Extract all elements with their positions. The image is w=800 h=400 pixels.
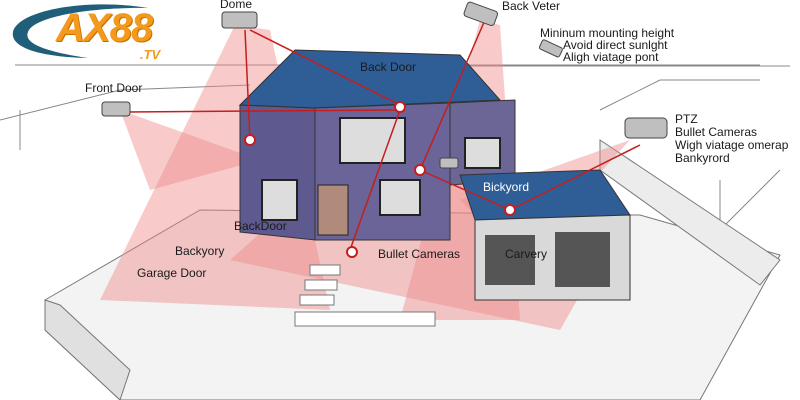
label-bickyord: Bickyord (483, 180, 530, 194)
dome-camera-icon (221, 11, 258, 29)
label-front-door: Front Door (85, 81, 143, 95)
ptz-camera-icon (624, 117, 668, 139)
label-back-door: Back Door (360, 60, 417, 74)
label-garage-door: Garage Door (137, 266, 207, 280)
camera-points (244, 101, 516, 258)
label-back-veter: Back Veter (502, 0, 561, 13)
garage-door-right (555, 232, 610, 287)
logo-swoosh-icon (12, 4, 149, 59)
label-note-3: Aligh viatage pont (563, 50, 659, 64)
label-ptz-2: Bullet Cameras (675, 125, 758, 139)
main-roof (238, 49, 502, 109)
label-dome: Dome (220, 0, 253, 11)
label-ptz-3: Wigh viatage omerap (675, 138, 789, 152)
label-bullet-cameras: Bullet Cameras (378, 247, 461, 261)
small-camera-icon (538, 39, 563, 58)
ax88-logo: AX88 .TV (8, 2, 160, 62)
wall-camera-icon (439, 157, 459, 169)
garage-door-left (485, 235, 535, 285)
detection-beams (124, 19, 641, 251)
camera-icons (101, 1, 668, 169)
label-note-2: Avoid direct sunlght (563, 38, 668, 52)
back-camera-icon (463, 1, 499, 26)
steps (294, 264, 436, 327)
label-ptz-4: Bankyrord (675, 151, 730, 165)
front-door (317, 184, 349, 236)
front-door-camera-icon (101, 101, 131, 117)
label-carvery: Carvery (505, 247, 548, 261)
label-backyory: Backyory (175, 244, 225, 258)
label-ptz-1: PTZ (675, 112, 698, 126)
label-backdoor: BackDoor (234, 219, 287, 233)
garage-roof (459, 169, 631, 221)
label-note-1: Mininum mounting height (540, 26, 675, 40)
side-wall (599, 139, 781, 286)
